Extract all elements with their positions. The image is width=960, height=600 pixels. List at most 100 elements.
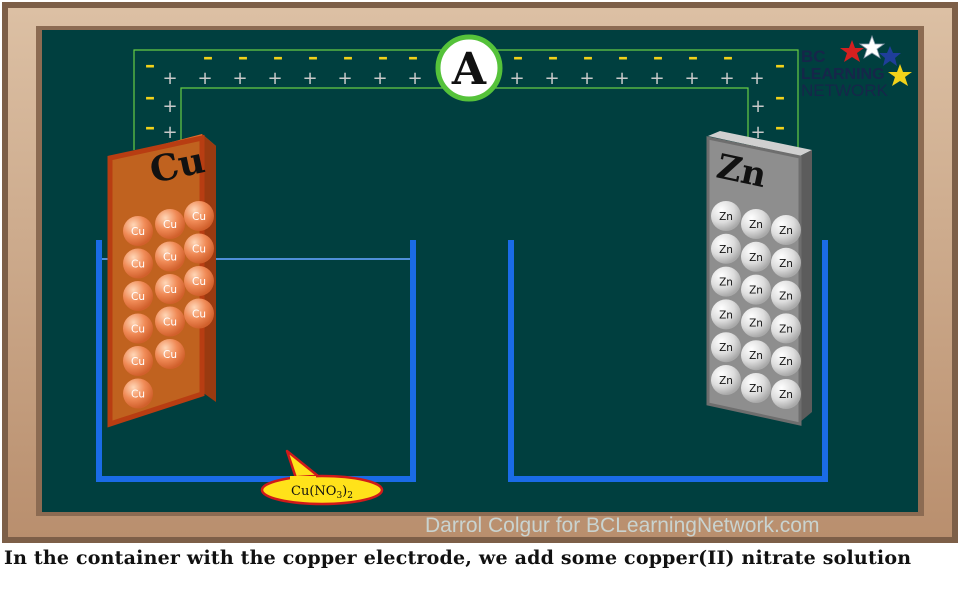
copper-atom-label: Cu (192, 244, 206, 256)
zinc-atom-label: Zn (749, 350, 763, 362)
copper-atom-label: Cu (163, 219, 177, 231)
zinc-atom-label: Zn (779, 356, 793, 368)
zinc-atom-label: Zn (719, 277, 733, 289)
zinc-atom (741, 241, 771, 272)
zinc-atom (771, 346, 801, 377)
negative-charge: – (723, 45, 733, 69)
copper-atom-label: Cu (163, 317, 177, 329)
copper-atom (123, 281, 153, 311)
negative-charge: – (343, 45, 353, 69)
zinc-atom-label: Zn (719, 309, 733, 321)
zinc-atom (741, 274, 771, 305)
positive-charge: + (407, 68, 422, 89)
ammeter: A (435, 34, 503, 102)
zinc-atom-label: Zn (749, 252, 763, 264)
copper-atom (184, 298, 214, 329)
zinc-atom (741, 373, 771, 403)
copper-atom-label: Cu (131, 324, 145, 336)
copper-atom (184, 233, 214, 264)
negative-charge: – (688, 45, 698, 69)
positive-charge: + (162, 68, 177, 89)
zinc-atom (711, 266, 741, 297)
zinc-atom-label: Zn (779, 323, 793, 335)
zinc-atom (771, 247, 801, 278)
zinc-atom-label: Zn (719, 342, 733, 354)
negative-charge: – (145, 115, 155, 139)
copper-atom (184, 266, 214, 296)
ammeter-symbol: A (451, 44, 487, 95)
copper-atom (123, 346, 153, 376)
zinc-atom (711, 365, 741, 395)
copper-atom (123, 248, 153, 279)
logo-line3: NETWORK (801, 81, 889, 100)
zinc-atom (711, 332, 741, 363)
zinc-atom (771, 215, 801, 245)
zinc-atom (711, 201, 741, 231)
negative-charge: – (513, 45, 523, 69)
copper-atom (155, 274, 185, 304)
solution-formula: Cu(NO3)2 (291, 484, 353, 501)
zinc-atom-label: Zn (779, 291, 793, 303)
copper-atom-label: Cu (131, 389, 145, 401)
negative-charge: – (378, 45, 388, 69)
zinc-atom (741, 340, 771, 371)
electrochemistry-diagram: BC LEARNING NETWORK ––––––––––––––++++++… (2, 2, 958, 543)
negative-charge: – (145, 85, 155, 109)
solution-callout: Cu(NO3)2 (260, 449, 384, 506)
copper-beaker (96, 240, 416, 482)
copper-atom-label: Cu (131, 259, 145, 271)
copper-atom-label: Cu (131, 226, 145, 238)
positive-charge: + (232, 68, 247, 89)
positive-charge: + (162, 96, 177, 117)
positive-charge: + (372, 68, 387, 89)
copper-atom-label: Cu (131, 356, 145, 368)
copper-atom-label: Cu (163, 284, 177, 296)
negative-charge: – (618, 45, 628, 69)
bc-learning-network-logo: BC LEARNING NETWORK (801, 34, 912, 100)
zinc-atom-label: Zn (779, 389, 793, 401)
zinc-atom-label: Zn (749, 317, 763, 329)
negative-charge: – (238, 45, 248, 69)
negative-charge: – (203, 45, 213, 69)
zinc-atom (711, 233, 741, 264)
negative-charge: – (775, 53, 785, 77)
zinc-atom (771, 280, 801, 311)
positive-charge: + (649, 68, 664, 89)
wire-charges: ––––––––––––––+++++++++++++++––––––+++++ (145, 45, 785, 143)
white-star-icon (858, 34, 886, 59)
copper-atom-label: Cu (163, 349, 177, 361)
positive-charge: + (302, 68, 317, 89)
zinc-atom (771, 313, 801, 344)
positive-charge: + (750, 96, 765, 117)
positive-charge: + (509, 68, 524, 89)
zinc-atom (711, 299, 741, 330)
red-star-icon (840, 40, 864, 62)
copper-atom-label: Cu (192, 309, 206, 321)
yellow-star-icon (888, 64, 912, 86)
positive-charge: + (719, 68, 734, 89)
zinc-atom-label: Zn (719, 375, 733, 387)
copper-atom (123, 216, 153, 246)
positive-charge: + (750, 122, 765, 143)
zinc-atom-label: Zn (779, 258, 793, 270)
copper-atom-label: Cu (192, 211, 206, 223)
negative-charge: – (653, 45, 663, 69)
caption: In the container with the copper electro… (4, 547, 912, 569)
credit-watermark: Darrol Colgur for BCLearningNetwork.com (425, 514, 819, 537)
positive-charge: + (197, 68, 212, 89)
positive-charge: + (614, 68, 629, 89)
zinc-atom-label: Zn (749, 219, 763, 231)
zinc-beaker (508, 240, 828, 482)
negative-charge: – (775, 85, 785, 109)
copper-atom (155, 306, 185, 337)
logo-line1: BC (801, 47, 826, 66)
copper-atom-label: Cu (163, 252, 177, 264)
negative-charge: – (408, 45, 418, 69)
negative-charge: – (548, 45, 558, 69)
negative-charge: – (145, 53, 155, 77)
copper-atom-label: Cu (131, 291, 145, 303)
ammeter-dial (435, 34, 503, 102)
zinc-atom-label: Zn (719, 244, 733, 256)
